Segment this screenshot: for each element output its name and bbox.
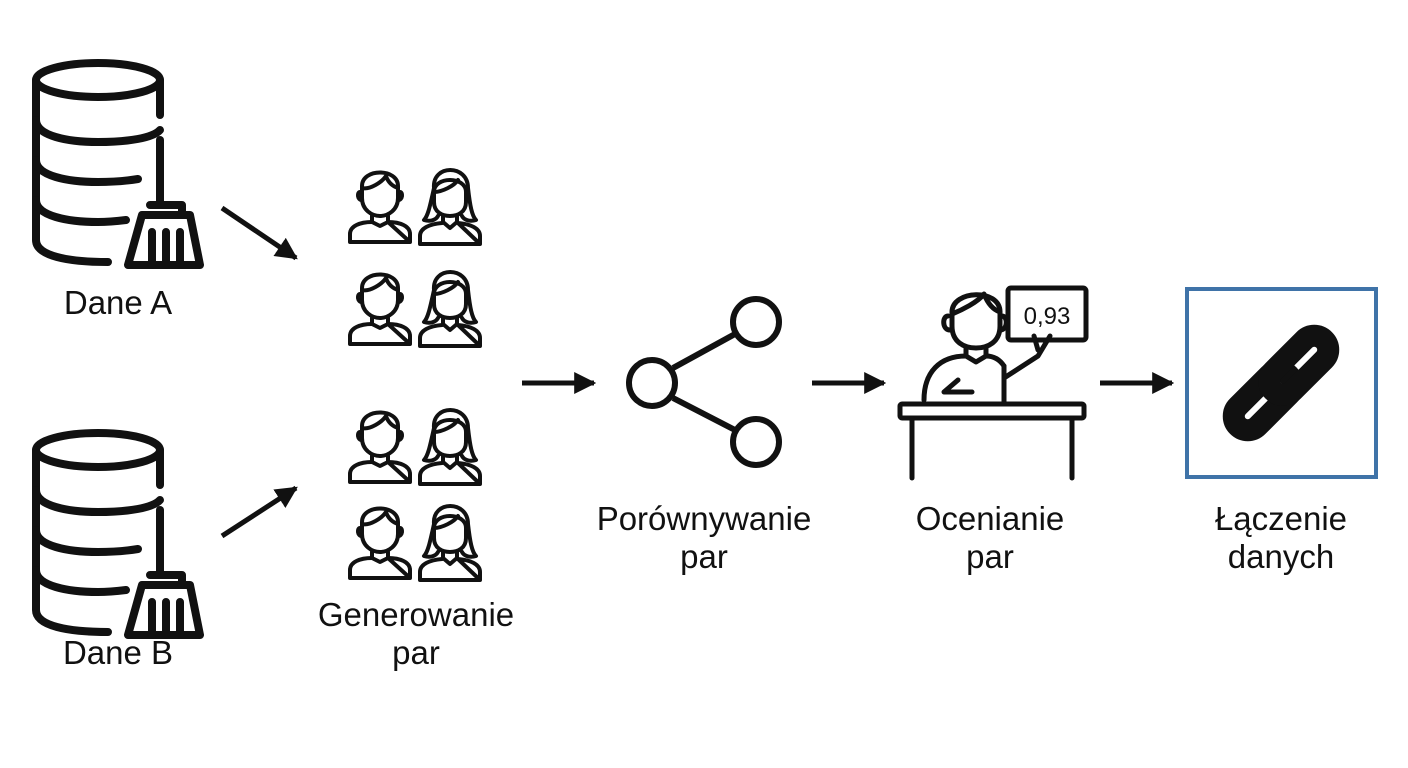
database-broom-icon [36, 433, 200, 635]
people-group-icon [348, 168, 482, 348]
database-broom-icon [36, 63, 200, 265]
label-pair-scoring: Ocenianie par [915, 500, 1065, 575]
arrow-a-to-pairs [220, 205, 298, 261]
label-pair-generation: Generowanie par [317, 596, 515, 671]
score-value: 0,93 [1024, 303, 1071, 330]
share-nodes-icon [626, 296, 782, 468]
chain-link-icon [1222, 324, 1340, 442]
link-result-box [1185, 287, 1378, 479]
label-data-b: Dane B [62, 634, 174, 671]
label-data-a: Dane A [63, 284, 173, 321]
arrow-b-to-pairs [220, 485, 298, 539]
label-pair-comparison: Porównywanie par [596, 500, 812, 575]
people-group-icon [348, 408, 482, 582]
person-at-desk-with-score-icon [897, 285, 1089, 481]
label-data-linking: Łączenie danych [1214, 500, 1348, 575]
